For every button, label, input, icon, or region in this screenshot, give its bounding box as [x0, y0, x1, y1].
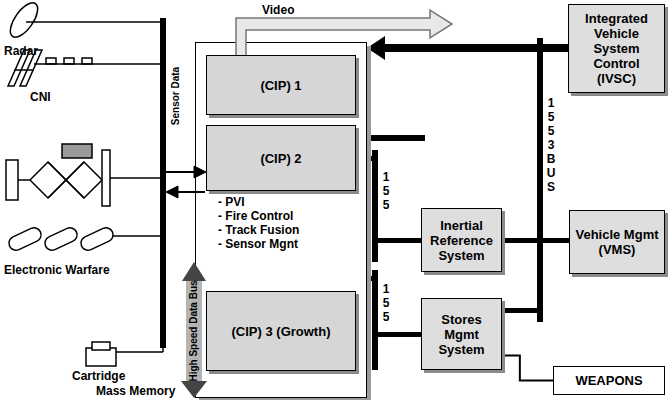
sensor-arrows [166, 166, 206, 198]
sensor-label: Electronic Warfare [4, 263, 110, 277]
radar-feed [26, 21, 160, 23]
high-speed-bus [181, 262, 207, 398]
system-box: (CIP) 1 [206, 55, 356, 115]
box-label: Inertial Reference System [422, 216, 501, 265]
bus-label: High Speed Data Bus [188, 280, 200, 381]
sensor-gimbal [6, 144, 160, 206]
connector [502, 356, 553, 381]
system-box: (CIP) 3 (Growth) [206, 291, 356, 371]
box-label: WEAPONS [571, 371, 646, 390]
sensor-label: CNI [30, 90, 51, 104]
system-box: Integrated Vehicle System Control (IVSC) [568, 4, 665, 93]
function-item: - Sensor Mgnt [218, 237, 299, 251]
device-label: Cartridge [72, 369, 125, 383]
box-label: Integrated Vehicle System Control (IVSC) [569, 9, 664, 88]
bus-label: 155 [380, 170, 392, 212]
ew-pods [7, 225, 160, 252]
box-label: Stores Mgmt System [422, 310, 501, 359]
device-label: Mass Memory [96, 384, 175, 398]
cartridge-icon [86, 342, 163, 366]
sensor-label: Radar [4, 44, 38, 58]
system-box: Stores Mgmt System [421, 298, 502, 370]
bus-1553 [367, 38, 569, 370]
system-box: Vehicle Mgmt (VMS) [569, 210, 665, 274]
bus-label: 1553 BUS [545, 96, 557, 194]
connector [367, 36, 385, 60]
system-box: (CIP) 2 [206, 125, 356, 191]
system-box: Inertial Reference System [421, 208, 502, 272]
box-label: Vehicle Mgmt (VMS) [570, 225, 664, 259]
connector [381, 44, 568, 52]
radar-dish [5, 0, 43, 42]
signal-label: Video [262, 3, 294, 17]
bus-label: 155 [380, 282, 392, 324]
function-list: - PVI- Fire Control- Track Fusion- Senso… [218, 195, 299, 251]
box-label: (CIP) 3 (Growth) [228, 322, 335, 341]
function-item: - Track Fusion [218, 223, 299, 237]
box-label: (CIP) 1 [256, 76, 305, 95]
sensor-bus [160, 18, 166, 348]
function-item: - PVI [218, 195, 299, 209]
system-box: WEAPONS [553, 366, 665, 395]
bus-label: Sensor Data [170, 67, 182, 125]
processor-enclosure: - PVI- Fire Control- Track Fusion- Senso… [195, 42, 367, 398]
function-item: - Fire Control [218, 209, 299, 223]
box-label: (CIP) 2 [256, 149, 305, 168]
